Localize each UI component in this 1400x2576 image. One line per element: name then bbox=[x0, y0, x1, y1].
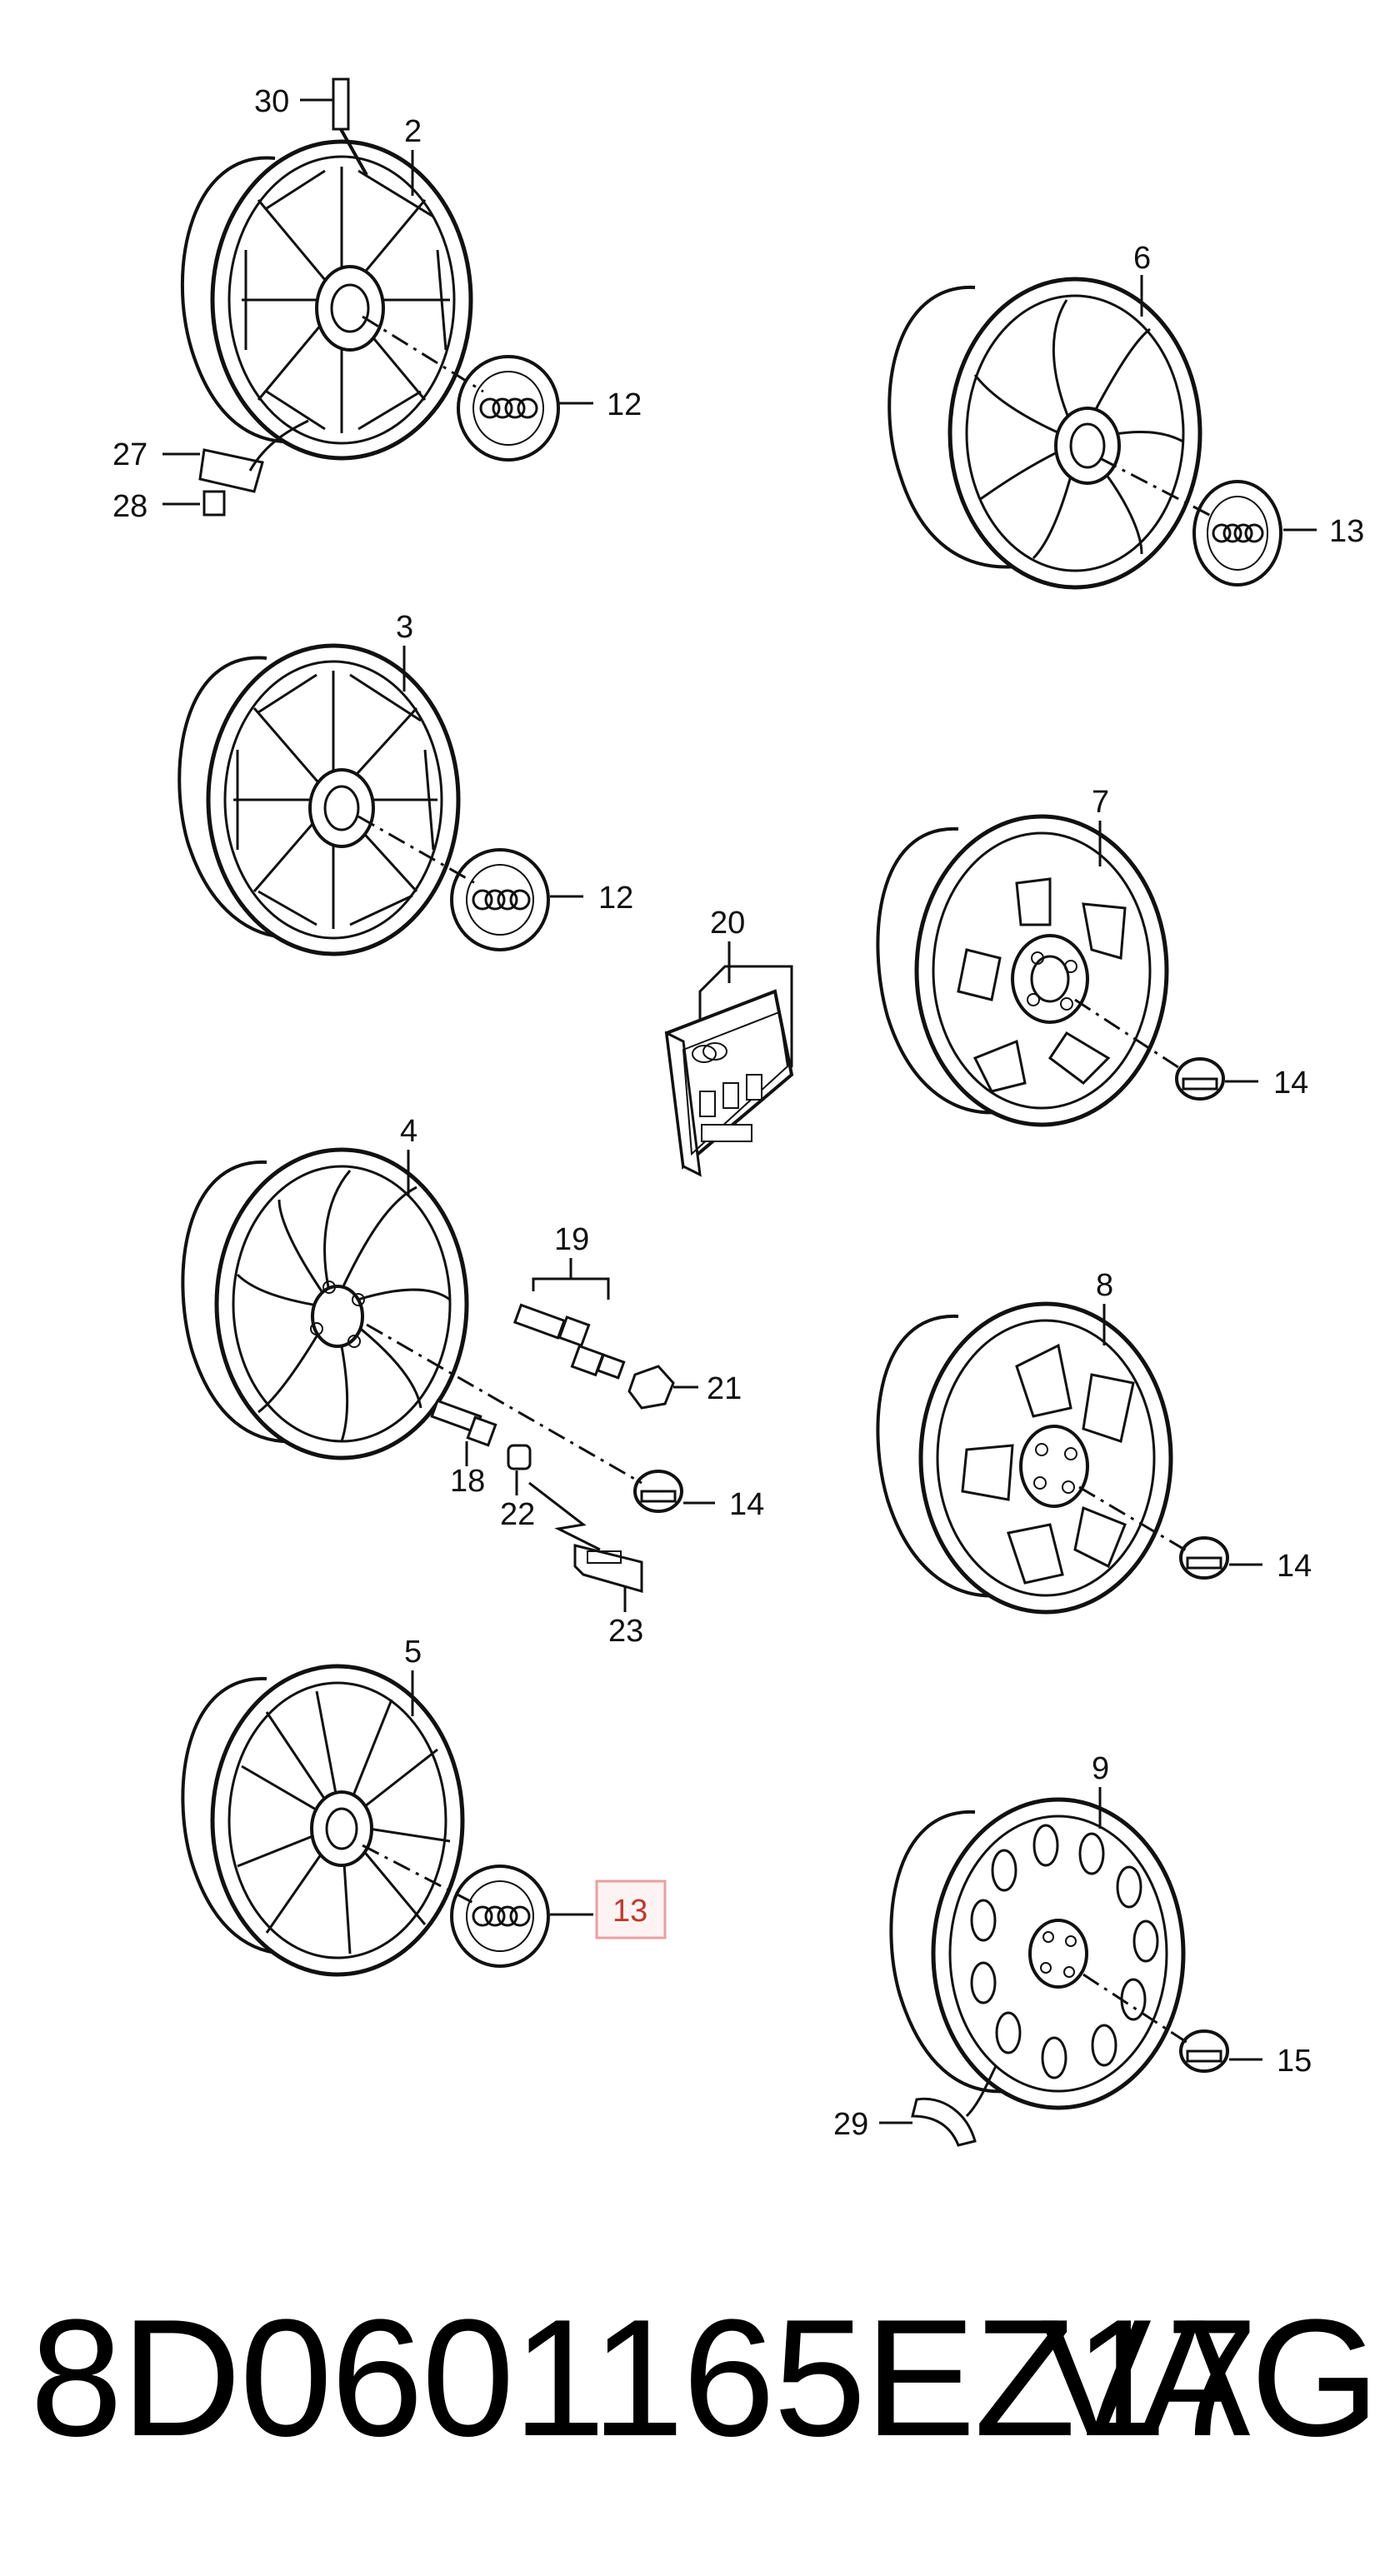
callout-5: 5 bbox=[404, 1635, 422, 1670]
lock-bolt-19 bbox=[512, 1303, 626, 1380]
wheel-bolt-18 bbox=[430, 1399, 498, 1447]
balance-weight-28 bbox=[202, 490, 226, 517]
callout-23: 23 bbox=[608, 1614, 643, 1649]
wheel-2 bbox=[180, 139, 473, 461]
callout-22: 22 bbox=[500, 1497, 535, 1532]
callout-4: 4 bbox=[400, 1114, 418, 1149]
center-cap-14-b bbox=[633, 1470, 683, 1513]
hub-cap-12-a bbox=[457, 355, 560, 462]
hub-cap-12-b bbox=[450, 848, 550, 951]
callout-21: 21 bbox=[707, 1371, 742, 1406]
callout-6: 6 bbox=[1133, 241, 1151, 276]
callout-2: 2 bbox=[404, 114, 422, 149]
part-number: 8D0601165EZ17 bbox=[30, 2285, 1258, 2471]
callout-3: 3 bbox=[396, 610, 413, 645]
callout-14c: 14 bbox=[1277, 1549, 1312, 1584]
hub-cap-13-a bbox=[1192, 480, 1282, 587]
callout-15: 15 bbox=[1277, 2044, 1312, 2079]
puller-tool-23 bbox=[573, 1544, 643, 1593]
balance-weight-29 bbox=[911, 2065, 998, 2147]
callout-8: 8 bbox=[1096, 1268, 1113, 1303]
center-cap-14-a bbox=[1175, 1057, 1225, 1101]
callout-27: 27 bbox=[112, 437, 148, 472]
callout-20: 20 bbox=[710, 906, 745, 941]
callout-28: 28 bbox=[112, 489, 148, 524]
callout-7: 7 bbox=[1092, 785, 1109, 820]
brand-label: VAG bbox=[1040, 2285, 1380, 2471]
callout-30: 30 bbox=[254, 84, 289, 119]
adapter-21 bbox=[628, 1365, 675, 1410]
callout-13b: 13 bbox=[612, 1894, 648, 1929]
callout-9: 9 bbox=[1092, 1751, 1109, 1786]
callout-14a: 14 bbox=[1273, 1066, 1308, 1101]
valve-stem-30 bbox=[332, 77, 368, 176]
wheel-5 bbox=[181, 1664, 465, 1977]
highlight-box bbox=[595, 1880, 667, 1939]
wheel-7 bbox=[876, 814, 1169, 1127]
wheel-6 bbox=[888, 277, 1202, 590]
cap-22 bbox=[507, 1444, 532, 1470]
wheel-9 bbox=[889, 1797, 1186, 2110]
hub-cap-13-b bbox=[450, 1865, 550, 1968]
callout-19: 19 bbox=[554, 1222, 589, 1257]
wheel-3 bbox=[178, 643, 461, 956]
callout-18: 18 bbox=[450, 1464, 485, 1499]
center-cap-14-c bbox=[1179, 1536, 1229, 1580]
footer: 8D0601165EZ17 VAG bbox=[0, 2283, 1400, 2499]
callout-14b: 14 bbox=[729, 1487, 764, 1522]
kit-box-20 bbox=[664, 965, 794, 1177]
callout-13a: 13 bbox=[1329, 514, 1364, 549]
parts-diagram: 30 2 12 27 28 6 bbox=[112, 77, 1364, 2147]
balance-weight-27 bbox=[198, 419, 309, 493]
callout-12b: 12 bbox=[598, 881, 633, 916]
wheel-4 bbox=[181, 1147, 469, 1460]
callout-12a: 12 bbox=[607, 387, 642, 422]
callout-29: 29 bbox=[833, 2107, 868, 2142]
wheel-8 bbox=[876, 1301, 1173, 1615]
center-cap-15 bbox=[1179, 2029, 1229, 2073]
